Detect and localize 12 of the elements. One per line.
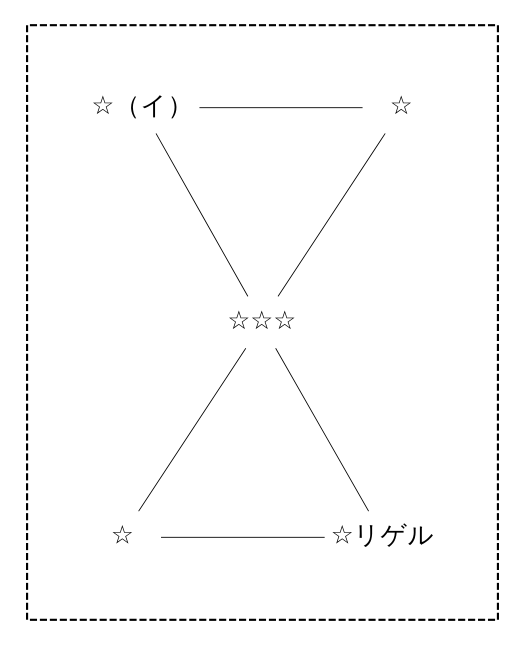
- connector: [275, 348, 370, 512]
- node-text: ☆: [390, 90, 413, 121]
- connector: [138, 348, 246, 512]
- node-text: ☆（イ）: [91, 90, 194, 121]
- connector: [160, 536, 326, 538]
- node-text: ☆: [110, 520, 134, 551]
- node-text: ☆リゲル: [330, 520, 435, 551]
- connector: [278, 133, 386, 297]
- connector: [199, 107, 363, 108]
- node-text: ☆☆☆: [227, 306, 296, 336]
- cluster: [26, 24, 499, 621]
- connector: [156, 133, 248, 297]
